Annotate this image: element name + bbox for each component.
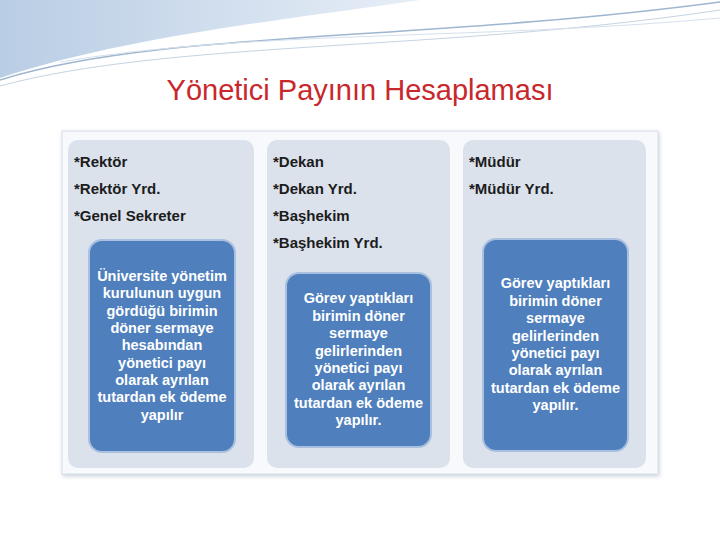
role-list: *Müdür*Müdür Yrd.: [463, 140, 646, 202]
wave-line: [0, 2, 720, 80]
payment-box: Görev yaptıkları birimin döner sermaye g…: [482, 238, 629, 452]
role-name: *Dekan: [273, 148, 446, 175]
role-name: *Başhekim Yrd.: [273, 229, 446, 256]
payment-text: Üniversite yönetim kurulunun uygun gördü…: [96, 268, 228, 425]
wave: [0, 0, 420, 78]
role-name: *Müdür Yrd.: [469, 175, 642, 202]
role-column: *Dekan*Dekan Yrd.*Başhekim*Başhekim Yrd.…: [267, 140, 450, 468]
role-column: *Rektör*Rektör Yrd.*Genel SekreterÜniver…: [68, 140, 254, 468]
role-column: *Müdür*Müdür Yrd. Görev yaptıkları birimi…: [463, 140, 646, 468]
role-name: *Başhekim: [273, 202, 446, 229]
payment-box: Üniversite yönetim kurulunun uygun gördü…: [88, 239, 236, 453]
role-name: *Rektör Yrd.: [74, 175, 250, 202]
role-name: *Rektör: [74, 148, 250, 175]
payment-box: Görev yaptıkları birimin döner sermaye g…: [285, 272, 432, 448]
payment-text: Görev yaptıkları birimin döner sermaye g…: [293, 290, 424, 429]
payment-text: Görev yaptıkları birimin döner sermaye g…: [490, 275, 621, 414]
role-list: *Rektör*Rektör Yrd.*Genel Sekreter: [68, 140, 254, 229]
role-name: *Genel Sekreter: [74, 202, 250, 229]
wave-line: [60, 18, 720, 62]
role-name: *Dekan Yrd.: [273, 175, 446, 202]
role-name: *Müdür: [469, 148, 642, 175]
role-list: *Dekan*Dekan Yrd.*Başhekim*Başhekim Yrd.: [267, 140, 450, 256]
panel: [62, 131, 658, 474]
slide-title: Yönetici Payının Hesaplaması: [0, 74, 720, 107]
